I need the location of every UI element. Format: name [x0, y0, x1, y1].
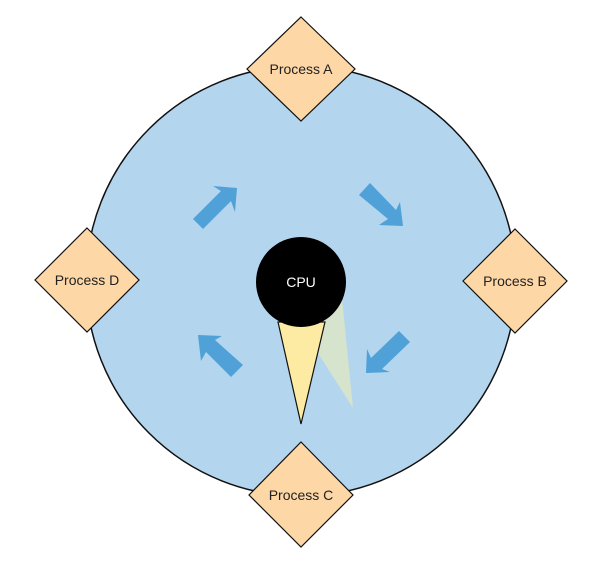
rotation-arrow-icon: [193, 186, 237, 229]
process-a-label: Process A: [269, 61, 333, 77]
process-d-node: Process D: [34, 227, 140, 333]
process-c-label: Process C: [269, 487, 334, 503]
cpu-label: CPU: [286, 274, 316, 290]
process-a-diamond: [246, 16, 356, 122]
rotation-arrow-icon: [198, 335, 243, 377]
process-c-node: Process C: [248, 441, 354, 548]
process-b-label: Process B: [483, 273, 547, 289]
process-d-diamond: [34, 227, 140, 333]
cpu-node: CPU: [256, 237, 346, 327]
process-b-diamond: [462, 228, 568, 334]
process-d-label: Process D: [55, 272, 120, 288]
process-a-node: Process A: [246, 16, 356, 122]
process-b-node: Process B: [462, 228, 568, 334]
cpu-circle: [256, 237, 346, 327]
rotation-arrows: [193, 183, 410, 377]
rotation-arrow-icon: [359, 183, 403, 226]
rotation-arrow-icon: [366, 331, 410, 373]
process-c-diamond: [248, 441, 354, 548]
